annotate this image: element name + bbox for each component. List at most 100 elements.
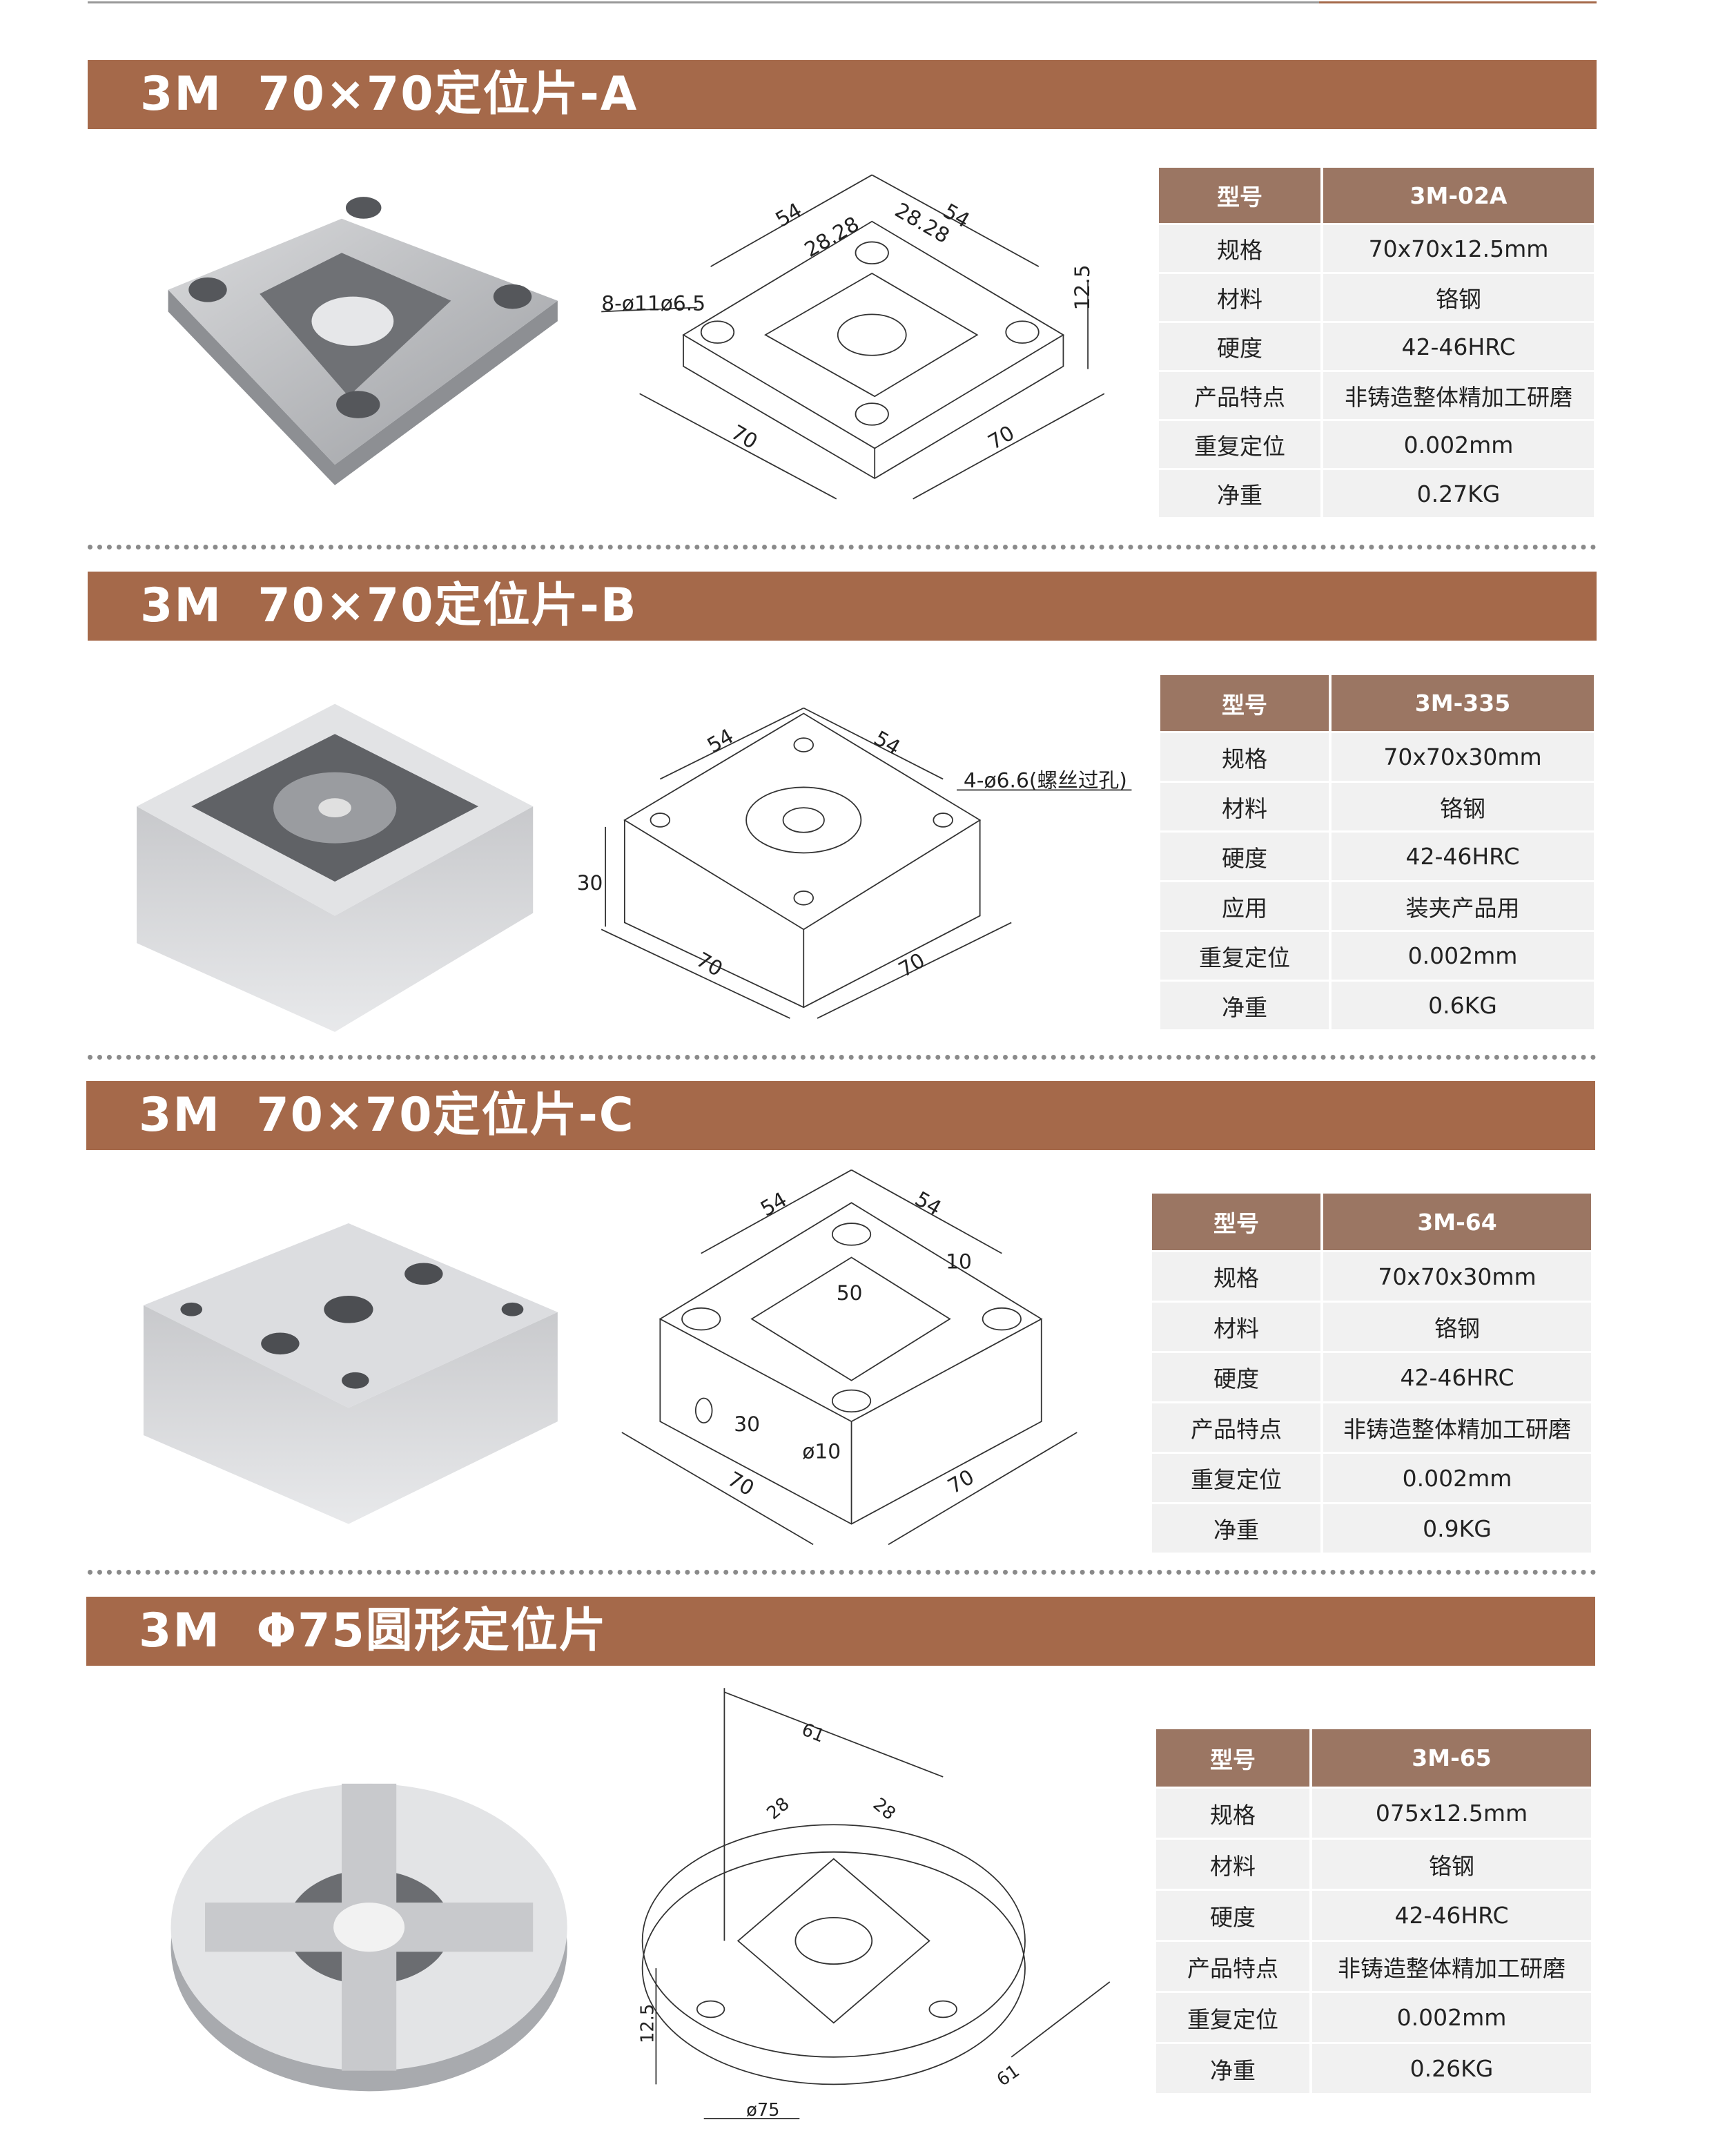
spec-label: 规格	[1159, 225, 1320, 272]
technical-drawing-c	[621, 1169, 1077, 1546]
dim-label: 8-ø11ø6.5	[601, 291, 705, 315]
spec-value: 3M-64	[1323, 1194, 1591, 1250]
section-title-a: 3M 70×70定位片-A	[88, 60, 1597, 129]
dim-label: 54	[703, 724, 738, 758]
spec-label: 型号	[1152, 1194, 1320, 1250]
product-photo-d	[170, 1783, 567, 2092]
technical-drawing-b	[601, 707, 1132, 1019]
section-title-b: 3M 70×70定位片-B	[88, 572, 1597, 641]
spec-value: 0.002mm	[1323, 421, 1594, 468]
spec-label: 净重	[1152, 1504, 1320, 1553]
spec-value: 075x12.5mm	[1312, 1789, 1591, 1838]
spec-value: 0.27KG	[1323, 470, 1594, 517]
dim-label: ø75	[746, 2100, 779, 2121]
dim-label: 28	[763, 1793, 793, 1824]
spec-value: 铬钢	[1332, 783, 1594, 830]
spec-value: 0.002mm	[1332, 932, 1594, 980]
spec-value: 3M-335	[1332, 675, 1594, 731]
dim-label: 28.28	[890, 198, 953, 249]
dim-label: 61	[993, 2061, 1024, 2090]
spec-value: 42-46HRC	[1332, 833, 1594, 880]
spec-label: 产品特点	[1159, 372, 1320, 419]
spec-value: 0.002mm	[1312, 1993, 1591, 2042]
spec-value: 3M-65	[1312, 1729, 1591, 1787]
spec-label: 材料	[1160, 783, 1329, 830]
spec-value: 铬钢	[1323, 1303, 1591, 1351]
dim-label: 30	[734, 1412, 760, 1437]
top-rule	[88, 1, 1319, 3]
spec-label: 重复定位	[1152, 1454, 1320, 1502]
spec-label: 规格	[1156, 1789, 1309, 1838]
dim-label: 28.28	[801, 212, 864, 262]
dim-label: 54	[757, 1187, 791, 1221]
dim-label: 50	[837, 1281, 863, 1305]
dim-label: 10	[946, 1249, 972, 1274]
table-row: 材料铬钢	[1156, 1840, 1591, 1889]
spec-label: 净重	[1156, 2044, 1309, 2093]
spec-label: 材料	[1159, 274, 1320, 321]
spec-label: 硬度	[1152, 1353, 1320, 1401]
product-photo-a	[168, 197, 558, 485]
top-rule-accent	[1319, 1, 1597, 3]
spec-label: 规格	[1160, 733, 1329, 781]
dim-label: 54	[870, 726, 904, 760]
spec-label: 硬度	[1159, 323, 1320, 370]
table-row: 材料铬钢	[1152, 1303, 1591, 1351]
dim-label: 4-ø6.6(螺丝过孔)	[964, 768, 1127, 792]
spec-value: 70x70x30mm	[1323, 1252, 1591, 1301]
spec-value: 70x70x12.5mm	[1323, 225, 1594, 272]
spec-label: 材料	[1152, 1303, 1320, 1351]
divider	[88, 545, 1597, 549]
dim-label: ø10	[802, 1440, 841, 1464]
spec-label: 净重	[1160, 982, 1329, 1029]
spec-value: 非铸造整体精加工研磨	[1312, 1942, 1591, 1991]
dim-label: 70	[727, 420, 761, 454]
dim-label: 12.5	[1071, 264, 1095, 310]
spec-label: 型号	[1159, 168, 1320, 223]
spec-value: 0.9KG	[1323, 1504, 1591, 1553]
spec-value: 0.6KG	[1332, 982, 1594, 1029]
table-row: 材料铬钢	[1160, 783, 1594, 830]
spec-label: 重复定位	[1156, 1993, 1309, 2042]
table-row: 应用装夹产品用	[1160, 882, 1594, 930]
dim-label: 70	[984, 421, 1019, 455]
spec-label: 型号	[1156, 1729, 1309, 1787]
divider	[88, 1055, 1597, 1060]
dim-label: 54	[772, 198, 806, 232]
dim-label: 70	[723, 1467, 758, 1501]
spec-value: 非铸造整体精加工研磨	[1323, 1403, 1591, 1452]
technical-drawing-a	[601, 174, 1105, 500]
section-title-c: 3M 70×70定位片-C	[86, 1081, 1595, 1150]
spec-value: 42-46HRC	[1323, 323, 1594, 370]
table-row: 产品特点非铸造整体精加工研磨	[1152, 1403, 1591, 1452]
spec-label: 规格	[1152, 1252, 1320, 1301]
spec-value: 70x70x30mm	[1332, 733, 1594, 781]
dim-label: 30	[577, 871, 603, 895]
spec-label: 产品特点	[1156, 1942, 1309, 1991]
dim-label: 70	[692, 948, 727, 982]
technical-drawing-d	[641, 1688, 1111, 2119]
spec-value: 3M-02A	[1323, 168, 1594, 223]
dim-label: 54	[910, 1187, 945, 1220]
section-title-d: 3M Φ75圆形定位片	[86, 1597, 1595, 1666]
